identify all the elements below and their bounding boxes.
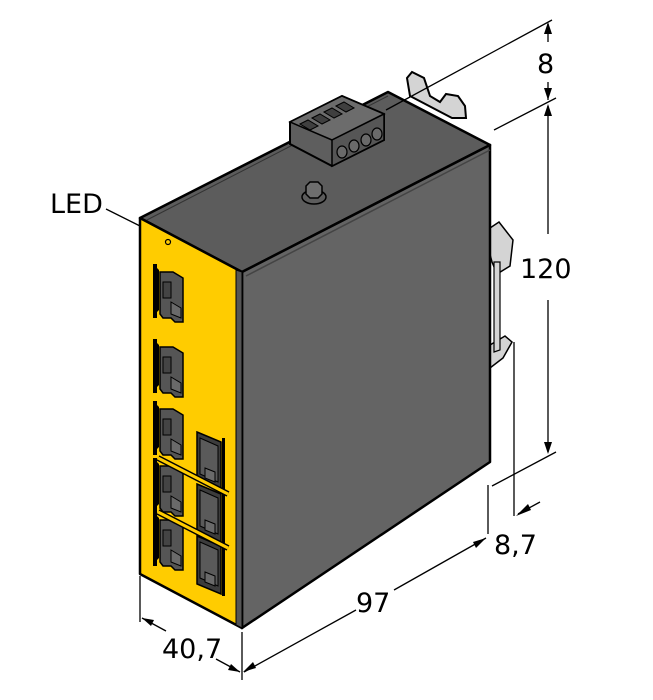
top-mounting-clip-right [405,70,468,119]
port-column-right [196,431,226,597]
led-indicator [164,238,172,246]
din-rail-clip-bottom [489,261,513,370]
dimension-height: 120 [520,254,572,285]
dimension-width: 40,7 [162,634,222,665]
dimension-depth: 97 [356,588,390,619]
led-callout-label: LED [50,189,103,220]
ground-screw [301,181,327,205]
terminal-block-connector [288,94,386,168]
dimension-rail-offset: 8,7 [494,530,537,561]
dimension-lines [105,19,557,680]
dimension-arrows [142,22,552,672]
dimension-top-terminal-height: 8 [537,49,554,80]
